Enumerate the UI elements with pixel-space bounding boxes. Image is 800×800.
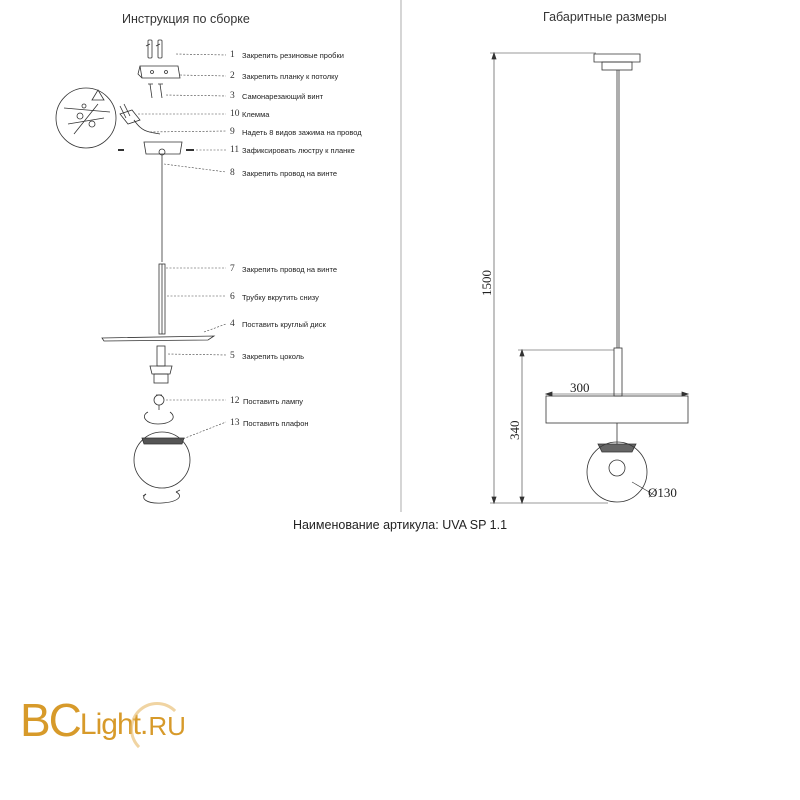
dimension-sphere-diameter: Ø130	[648, 485, 677, 500]
socket-icon	[149, 345, 173, 384]
step-8-number: 8	[230, 168, 235, 178]
mounting-plate-icon	[137, 65, 181, 79]
lamp-icon	[144, 394, 174, 425]
step-2-text: Закрепить планку к потолку	[242, 72, 339, 81]
step-5-number: 5	[230, 351, 235, 361]
step-8-text: Закрепить провод на винте	[242, 169, 338, 178]
logo-ring-icon	[130, 702, 184, 756]
step-1-text: Закрепить резиновые пробки	[242, 51, 344, 60]
dimension-drawing	[490, 51, 690, 505]
step-12-text: Поставить лампу	[243, 397, 303, 406]
assembly-heading: Инструкция по сборке	[122, 12, 250, 26]
rubber-plugs-icon	[145, 39, 163, 59]
step-11-number: 11	[230, 145, 240, 155]
step-6-text: Трубку вкрутить снизу	[242, 293, 319, 302]
step-10-number: 10	[230, 109, 240, 119]
dimensions-heading: Габаритные размеры	[543, 10, 667, 24]
step-12-number: 12	[230, 396, 240, 406]
step-5-text: Закрепить цоколь	[242, 352, 305, 361]
step-9-number: 9	[230, 127, 235, 137]
logo-bc: BC	[20, 694, 82, 746]
step-1-number: 1	[230, 50, 235, 60]
screws-icon	[148, 83, 163, 99]
dimension-height-lower: 340	[507, 420, 522, 441]
glass-shade-icon	[133, 431, 191, 504]
step-6-number: 6	[230, 292, 235, 302]
step-3-number: 3	[230, 91, 235, 101]
dimension-disc-width: 300	[570, 380, 590, 395]
step-10-text: Клемма	[242, 110, 270, 119]
step-7-text: Закрепить провод на винте	[242, 265, 338, 274]
bclight-logo: BCLight.RU	[20, 692, 186, 756]
disc-icon	[101, 335, 216, 342]
step-4-number: 4	[230, 319, 235, 329]
article-name: Наименование артикула: UVA SP 1.1	[292, 518, 508, 532]
tube-icon	[158, 263, 166, 335]
step-7-number: 7	[230, 264, 235, 274]
terminal-block-icon	[119, 103, 161, 135]
step-9-text: Надеть 8 видов зажима на провод	[242, 128, 362, 137]
canopy-icon	[118, 141, 194, 156]
step-4-text: Поставить круглый диск	[242, 320, 326, 329]
leader-lines	[138, 53, 227, 441]
step-3-text: Самонарезающий винт	[242, 92, 324, 101]
step-11-text: Зафиксировать люстру к планке	[242, 146, 355, 155]
terminal-detail-icon	[55, 87, 117, 149]
step-13-text: Поставить плафон	[243, 419, 309, 428]
step-13-number: 13	[230, 418, 240, 428]
dimension-height-total: 1500	[479, 270, 494, 296]
step-2-number: 2	[230, 71, 235, 81]
